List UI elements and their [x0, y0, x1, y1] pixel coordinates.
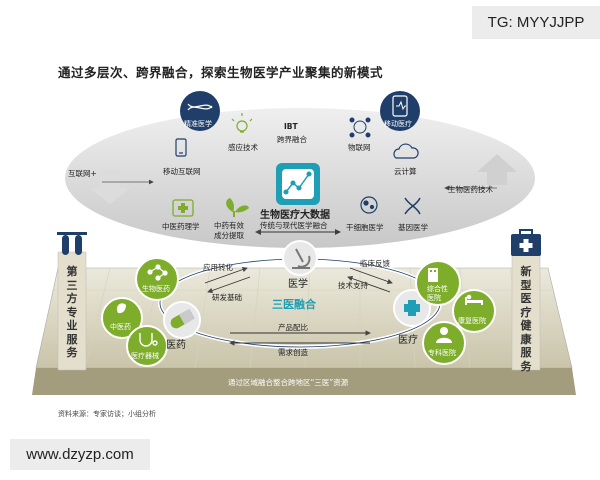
ibt-title: IBT: [284, 122, 298, 131]
biopharma-arrow: [477, 154, 517, 185]
helix-icon: [404, 197, 421, 215]
medical-kit-icon: [511, 229, 541, 256]
tcm-label: 中医药: [110, 323, 131, 331]
tcm-circle: [101, 297, 143, 339]
biopharma-label: 生物医药: [142, 285, 170, 293]
hospital-label: 综合性 医院: [427, 285, 448, 302]
diagram-title: 通过多层次、跨界融合，探索生物医学产业聚集的新模式: [58, 65, 384, 80]
chart-icon: [283, 171, 312, 195]
rehab-circle: [452, 289, 496, 333]
precision-label: 精准医学: [184, 120, 212, 128]
ring-arrows: [204, 266, 393, 346]
watermark-top: TG: MYYJJPP: [472, 6, 600, 39]
network-icon: [349, 117, 371, 138]
research-base-label: 研发基础: [212, 293, 242, 302]
pill-icon: [170, 308, 195, 329]
left-side-label: 第三方专业服务: [66, 265, 78, 359]
mobile-care-label: 移动医疗: [384, 120, 412, 128]
cell-icon: [360, 196, 378, 214]
bigdata-title: 生物医疗大数据: [260, 210, 330, 221]
microscope-icon: [292, 248, 311, 269]
internet-plus-label: 互联网+: [68, 169, 97, 178]
devices-label: 医疗器械: [131, 352, 159, 360]
hospital-icon: [428, 268, 438, 282]
app-transform-label: 应用转化: [203, 263, 233, 272]
source-note: 资料来源：专家访谈；小组分析: [58, 410, 156, 418]
cloud-label: 云计算: [394, 167, 417, 176]
cloud-icon: [393, 143, 419, 159]
mobile-internet-label: 移动互联网: [163, 167, 201, 176]
bulb-icon: [231, 113, 253, 133]
bigdata-sub: 传统与现代医学融合: [260, 221, 328, 230]
iot-label: 物联网: [348, 143, 371, 152]
hospital-circle: [415, 260, 461, 306]
caduceus-icon: [404, 300, 420, 316]
dna-icon: [187, 103, 213, 111]
first-aid-icon: [172, 199, 194, 217]
molecule-icon: [147, 264, 168, 281]
science-label: 医学: [288, 279, 308, 290]
stethoscope-icon: [139, 333, 158, 347]
medicine-label: 医药: [166, 340, 186, 351]
plant-icon: [226, 198, 249, 217]
stem-cell-label: 干细胞医学: [346, 223, 384, 232]
rehab-label: 康复医院: [458, 317, 486, 325]
bottom-bar: [32, 368, 576, 395]
bottom-bar-label: 通过区域融合整合跨地区“三医”资源: [228, 378, 349, 387]
tech-support-label: 技术支持: [338, 281, 368, 290]
watermark-bottom: www.dzyzp.com: [10, 439, 150, 470]
ibt-sub: 跨界融合: [277, 135, 307, 144]
product-match-label: 产品配比: [278, 323, 308, 332]
phone-icon: [175, 138, 187, 157]
treatment-label: 医疗: [398, 335, 418, 346]
test-tube-icon: [57, 232, 87, 255]
doctor-icon: [436, 327, 452, 343]
center-label: 三医融合: [272, 298, 316, 311]
sensor-label: 感应技术: [228, 143, 258, 152]
right-side-label: 新型医疗健康服务: [520, 265, 532, 373]
heart-phone-icon: [392, 95, 408, 117]
specialty-label: 专科医院: [428, 349, 456, 357]
clinical-feedback-label: 临床反馈: [360, 259, 390, 268]
bed-icon: [465, 294, 483, 305]
tcm-extract-label: 中药有效 成分提取: [214, 221, 244, 240]
precision-circle: [180, 91, 220, 131]
demand-create-label: 需求创造: [278, 348, 308, 357]
tcm-leaf-icon: [116, 303, 126, 314]
gene-label: 基因医学: [398, 223, 428, 232]
internet-plus-arrow: [90, 170, 130, 204]
biopharma-tech-label: 生物医药技术: [448, 185, 493, 194]
tcm-pharma-label: 中医药理学: [162, 222, 200, 231]
mobile-care-circle: [380, 91, 420, 131]
